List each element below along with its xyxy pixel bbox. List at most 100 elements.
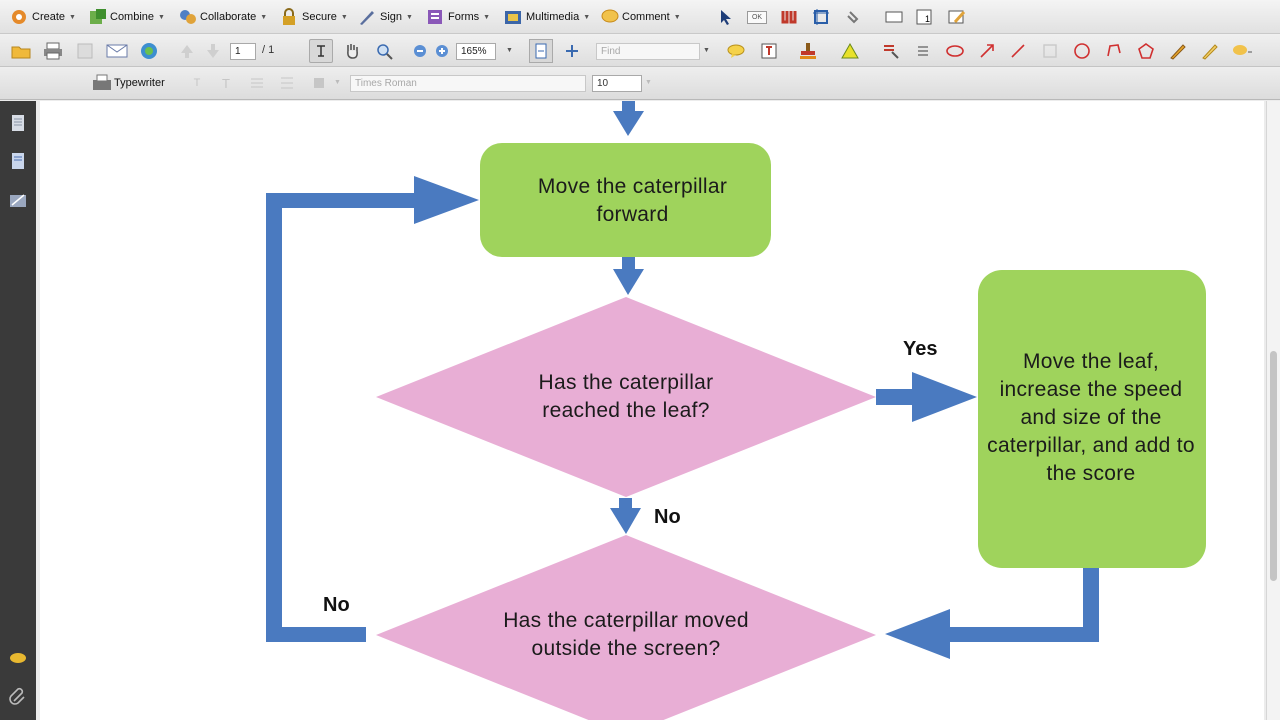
underline-text-icon[interactable] — [912, 40, 934, 62]
pen-icon — [358, 8, 376, 26]
hand-tool-icon[interactable] — [341, 40, 363, 62]
comments-panel-icon[interactable] — [8, 649, 28, 669]
font-select[interactable]: Times Roman — [350, 75, 586, 92]
combine-icon — [88, 8, 106, 26]
lock-icon — [280, 8, 298, 26]
svg-text:1: 1 — [925, 14, 930, 24]
open-folder-icon[interactable] — [10, 40, 32, 62]
ok-badge-icon[interactable]: OK — [746, 6, 768, 28]
arrow-yes — [876, 372, 977, 422]
select-tool-icon[interactable] — [715, 6, 737, 28]
create-icon — [10, 8, 28, 26]
decrease-text-size-icon[interactable]: T — [193, 77, 201, 89]
cloud-shape-icon[interactable] — [944, 40, 966, 62]
process-move-leaf-label: Move the leaf, increase the speed and si… — [987, 350, 1195, 485]
typewriter-icon — [92, 74, 111, 92]
pencil-icon[interactable] — [1167, 40, 1189, 62]
font-size-input[interactable]: 10 — [592, 75, 642, 92]
sticky-note-icon[interactable] — [725, 40, 747, 62]
forms-menu[interactable]: Forms▼ — [426, 6, 490, 28]
arrow-leaf-to-decision — [885, 568, 1099, 659]
polygon-shape-icon[interactable] — [1135, 40, 1157, 62]
page-number-input[interactable]: 1 — [230, 43, 256, 60]
edge-label-no-left: No — [323, 594, 350, 616]
pages-panel-icon[interactable] — [8, 113, 28, 133]
secure-menu[interactable]: Secure▼ — [280, 6, 348, 28]
text-color-dropdown-icon[interactable]: ▼ — [334, 79, 341, 86]
collaborate-icon — [178, 8, 196, 26]
flowchart-diagram — [266, 101, 1206, 720]
attach-file-icon[interactable] — [839, 40, 861, 62]
decision-reached-leaf-label: Has the caterpillar reached the leaf? — [538, 371, 714, 422]
fit-width-icon[interactable] — [561, 40, 583, 62]
attach-tool-icon[interactable] — [842, 6, 864, 28]
bookmarks-panel-icon[interactable] — [8, 151, 28, 171]
edge-label-yes: Yes — [903, 338, 938, 360]
attachments-panel-icon[interactable] — [8, 687, 28, 707]
email-icon[interactable] — [106, 40, 128, 62]
multimedia-menu[interactable]: Multimedia▼ — [504, 6, 590, 28]
process-move-leaf — [978, 270, 1206, 568]
save-icon[interactable] — [74, 40, 96, 62]
page-total-label: / 1 — [262, 44, 275, 56]
increase-line-spacing-icon[interactable] — [276, 72, 298, 94]
show-comments-icon[interactable] — [1231, 40, 1253, 62]
multimedia-icon — [504, 8, 522, 26]
zoom-dropdown-icon[interactable]: ▼ — [506, 47, 513, 54]
decrease-line-spacing-icon[interactable] — [246, 72, 268, 94]
navigation-toolbar: 1 / 1 165% ▼ Find ▼ — [0, 34, 1280, 67]
arrow-shape-icon[interactable] — [976, 40, 998, 62]
rectangle-shape-icon[interactable] — [1039, 40, 1061, 62]
oval-shape-icon[interactable] — [1071, 40, 1093, 62]
edit-form-icon[interactable] — [946, 6, 968, 28]
arrow-top-in — [613, 101, 644, 136]
typewriter-toolbar: Typewriter T T ▼ Times Roman 10 ▼ — [0, 67, 1280, 100]
typewriter-button[interactable]: Typewriter — [92, 72, 165, 94]
page-display-icon[interactable]: 1 — [914, 6, 936, 28]
zoom-out-icon[interactable] — [409, 40, 431, 62]
polygon-line-icon[interactable] — [1103, 40, 1125, 62]
arrow-no-down — [610, 498, 641, 534]
process-move-forward-label: Move the caterpillar forward — [537, 175, 728, 226]
highlight-text-icon[interactable] — [880, 40, 902, 62]
collaborate-menu[interactable]: Collaborate▼ — [178, 6, 267, 28]
signatures-panel-icon[interactable] — [8, 191, 28, 211]
marquee-zoom-icon[interactable] — [373, 40, 395, 62]
fit-page-icon[interactable] — [529, 39, 553, 63]
find-dropdown-icon[interactable]: ▼ — [703, 47, 710, 54]
arrow-forward-to-decision — [613, 257, 644, 295]
document-page: Move the caterpillar forward Has the cat… — [40, 101, 1264, 720]
text-edits-icon[interactable] — [758, 40, 780, 62]
text-color-icon[interactable] — [308, 72, 330, 94]
eraser-icon[interactable] — [1199, 40, 1221, 62]
find-input[interactable]: Find — [596, 43, 700, 60]
vertical-scrollbar[interactable] — [1266, 101, 1280, 720]
forms-icon — [426, 8, 444, 26]
decision-reached-leaf — [376, 297, 876, 497]
decision-outside-screen-label: Has the caterpillar moved outside the sc… — [503, 609, 749, 660]
previous-page-icon[interactable] — [176, 40, 198, 62]
print-icon[interactable] — [42, 40, 64, 62]
increase-text-size-icon[interactable]: T — [222, 75, 230, 91]
read-mode-icon[interactable] — [883, 6, 905, 28]
arrow-no-loop — [266, 176, 479, 642]
text-edit-icon[interactable] — [778, 6, 800, 28]
create-menu[interactable]: Create▼ — [10, 6, 76, 28]
font-size-dropdown-icon[interactable]: ▼ — [645, 79, 652, 86]
stamp-icon[interactable] — [797, 40, 819, 62]
zoom-in-icon[interactable] — [431, 40, 453, 62]
line-shape-icon[interactable] — [1007, 40, 1029, 62]
share-icon[interactable] — [138, 40, 160, 62]
navigation-pane — [0, 101, 36, 720]
text-select-tool-icon[interactable] — [309, 39, 333, 63]
combine-menu[interactable]: Combine▼ — [88, 6, 165, 28]
scrollbar-thumb[interactable] — [1270, 351, 1277, 581]
edge-label-no-down: No — [654, 506, 681, 528]
comment-menu[interactable]: Comment▼ — [600, 6, 681, 28]
zoom-level-input[interactable]: 165% — [456, 43, 496, 60]
sign-menu[interactable]: Sign▼ — [358, 6, 413, 28]
next-page-icon[interactable] — [202, 40, 224, 62]
decision-outside-screen — [376, 535, 876, 720]
task-toolbar: Create▼ Combine▼ Collaborate▼ Secure▼ Si… — [0, 0, 1280, 34]
crop-icon[interactable] — [810, 6, 832, 28]
